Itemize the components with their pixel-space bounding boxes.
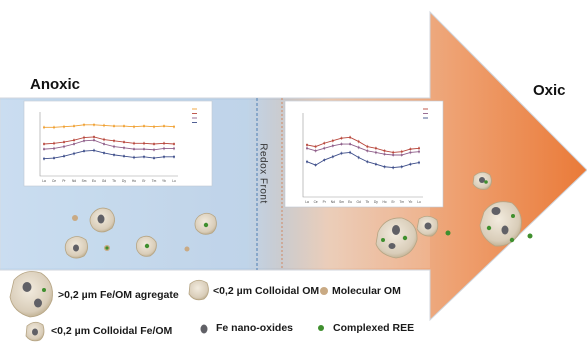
fe-nano-oxide xyxy=(479,177,485,183)
x-tick-label: Eu xyxy=(348,200,352,204)
molecular-om-icon xyxy=(320,287,328,295)
x-tick-label: Eu xyxy=(92,179,96,183)
x-tick-label: Ce xyxy=(314,200,318,204)
series-line xyxy=(306,136,420,153)
complexed-ree xyxy=(486,225,492,231)
series-line xyxy=(306,152,420,169)
x-tick-label: Tb xyxy=(365,200,369,204)
x-tick-label: Dy xyxy=(374,200,378,204)
complexed-ree xyxy=(445,230,451,236)
x-tick-label: Tm xyxy=(152,179,157,183)
series-line xyxy=(43,149,174,160)
molecular-om xyxy=(184,246,190,252)
colloidal-particle xyxy=(64,236,88,259)
x-tick-label: Er xyxy=(392,200,396,204)
redox-front-label: Redox Front xyxy=(257,143,269,204)
fe-nano-oxide xyxy=(392,225,400,235)
complexed-ree xyxy=(105,246,109,250)
colloidal-particle xyxy=(194,212,217,235)
x-tick-label: Yb xyxy=(408,200,412,204)
x-tick-label: Pr xyxy=(62,179,66,183)
x-tick-label: La xyxy=(305,200,309,204)
x-tick-label: Ce xyxy=(52,179,56,183)
complexed-ree xyxy=(484,180,488,184)
complexed-ree xyxy=(511,214,515,218)
large-aggregate-icon xyxy=(9,271,53,318)
complexed-ree xyxy=(144,243,150,249)
legend-molecular-om: Molecular OM xyxy=(332,285,401,297)
oxic-label: Oxic xyxy=(533,82,566,99)
anoxic-label: Anoxic xyxy=(30,76,81,93)
chart-anoxic: La Ce Pr Nd Sm Eu Gd Tb Dy Ho Er Tm Yb Lu xyxy=(23,100,213,187)
fe-nano-oxide xyxy=(388,243,396,249)
x-tick-label: Pr xyxy=(323,200,327,204)
oxic-particles xyxy=(375,171,533,259)
x-tick-label: Sm xyxy=(339,200,344,204)
colloidal-particle xyxy=(89,207,115,233)
legend-fe-nano-oxide: Fe nano-oxides xyxy=(216,322,294,334)
series-line xyxy=(306,143,420,156)
legend-colloidal-fe-om: <0,2 µm Colloidal Fe/OM xyxy=(51,325,173,337)
chart-axis xyxy=(39,112,178,177)
complexed-ree xyxy=(402,235,408,241)
fe-nano-oxide xyxy=(501,225,509,235)
x-tick-label: La xyxy=(42,179,46,183)
x-tick-label: Nd xyxy=(72,179,76,183)
complexed-ree xyxy=(381,238,385,242)
x-tick-label: Tm xyxy=(399,200,404,204)
legend-complexed-ree: Complexed REE xyxy=(333,322,415,334)
fe-nano-oxide xyxy=(73,244,79,252)
colloidal-fe-om-icon xyxy=(25,321,45,342)
colloidal-om-icon xyxy=(188,279,209,301)
anoxic-particles xyxy=(64,207,217,259)
colloidal-particle xyxy=(416,215,439,237)
x-tick-label: Ho xyxy=(382,200,386,204)
colloidal-particle xyxy=(136,235,157,257)
x-tick-label: Dy xyxy=(122,179,126,183)
complexed-ree xyxy=(527,233,533,239)
fe-nano-oxide xyxy=(491,207,501,215)
aggregate-particle xyxy=(375,217,418,259)
legend-icons xyxy=(9,271,328,342)
x-tick-label: Yb xyxy=(162,179,166,183)
series-line xyxy=(43,139,174,151)
x-tick-label: Gd xyxy=(102,179,106,183)
aggregate-particle xyxy=(479,201,522,247)
complexed-ree xyxy=(509,237,515,243)
chart-axis xyxy=(302,113,423,198)
x-tick-label: Er xyxy=(142,179,146,183)
colloidal-particle xyxy=(472,171,492,190)
fe-nano-oxide xyxy=(97,214,105,224)
series-line xyxy=(44,124,175,128)
fe-nano-oxide xyxy=(424,222,432,230)
x-tick-label: Gd xyxy=(357,200,361,204)
series-line xyxy=(43,136,175,145)
chart-frame xyxy=(284,100,444,208)
legend-colloidal-om: <0,2 µm Colloidal OM xyxy=(213,285,320,297)
x-tick-label: Lu xyxy=(172,179,176,183)
fe-nano-oxide-icon xyxy=(200,324,208,334)
legend-large-aggregate: >0,2 µm Fe/OM agregate xyxy=(58,289,179,301)
x-tick-label: Tb xyxy=(112,179,116,183)
x-tick-label: Nd xyxy=(331,200,335,204)
x-tick-label: Lu xyxy=(417,200,421,204)
molecular-om xyxy=(72,215,78,221)
x-tick-label: Sm xyxy=(82,179,87,183)
x-tick-label: Ho xyxy=(132,179,136,183)
complexed-ree xyxy=(203,222,209,228)
complexed-ree-icon xyxy=(318,325,324,331)
